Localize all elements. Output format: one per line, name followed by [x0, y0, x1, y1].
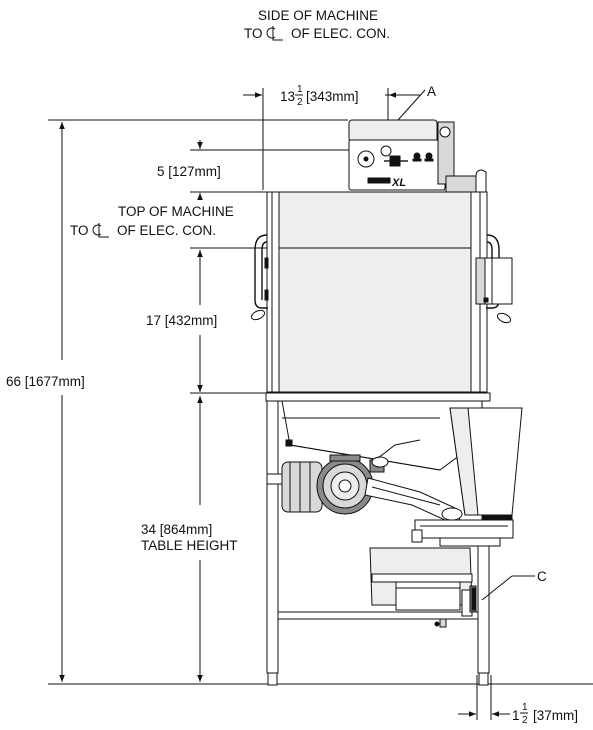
outlet-hopper — [411, 407, 523, 547]
side-label-line1: SIDE OF MACHINE — [258, 8, 378, 23]
dim-17-label: 17 [432mm] — [146, 313, 217, 328]
dim-5: 5 [127mm] — [157, 140, 355, 200]
dim-13-num: 1 — [297, 84, 303, 95]
dim-1-num: 1 — [522, 702, 528, 713]
callout-a-marker — [380, 145, 392, 157]
dim-13-den: 2 — [297, 97, 303, 108]
top-label-line1: TOP OF MACHINE — [118, 204, 234, 219]
side-label-to: TO — [244, 26, 263, 41]
machine-hood — [266, 169, 488, 393]
dim-34: 34 [864mm] TABLE HEIGHT — [141, 396, 238, 682]
side-junction-box — [475, 257, 513, 305]
dishwasher-machine: XL — [250, 119, 547, 686]
top-label-suffix: OF ELEC. CON. — [117, 223, 216, 238]
dim-13-whole: 13 — [280, 89, 295, 104]
callout-c: C — [481, 569, 547, 601]
dim-13-metric: [343mm] — [306, 89, 359, 104]
tub — [281, 400, 483, 471]
callout-c-label: C — [537, 569, 547, 584]
dim-13-half: 13 1 2 [343mm] — [243, 84, 420, 190]
centerline-icon — [266, 26, 283, 41]
callout-a: A — [397, 84, 436, 121]
dim-1-metric: [37mm] — [533, 708, 578, 723]
dim-5-label: 5 [127mm] — [157, 164, 221, 179]
side-label-suffix: OF ELEC. CON. — [291, 26, 390, 41]
dim-34-line1: 34 [864mm] — [141, 522, 212, 537]
lower-frame — [265, 392, 491, 686]
top-label-to: TO — [70, 223, 89, 238]
callout-a-label: A — [427, 84, 436, 99]
dim-1-half: 1 1 2 [37mm] — [458, 675, 578, 726]
dim-1-whole: 1 — [512, 708, 520, 723]
dim-66: 66 [1677mm] — [6, 119, 348, 682]
logo-text: XL — [391, 177, 406, 189]
dim-1-den: 2 — [522, 715, 528, 726]
dim-66-label: 66 [1677mm] — [6, 374, 85, 389]
booster-box — [369, 547, 477, 617]
dim-34-line2: TABLE HEIGHT — [141, 538, 238, 553]
top-to-elec-label: TOP OF MACHINE TO OF ELEC. CON. — [70, 204, 234, 238]
centerline-icon — [92, 223, 109, 238]
left-hood-handle — [250, 234, 269, 321]
control-box: XL — [348, 119, 455, 191]
side-to-elec-label: SIDE OF MACHINE TO OF ELEC. CON. — [244, 8, 390, 41]
pump-motor — [281, 439, 463, 521]
